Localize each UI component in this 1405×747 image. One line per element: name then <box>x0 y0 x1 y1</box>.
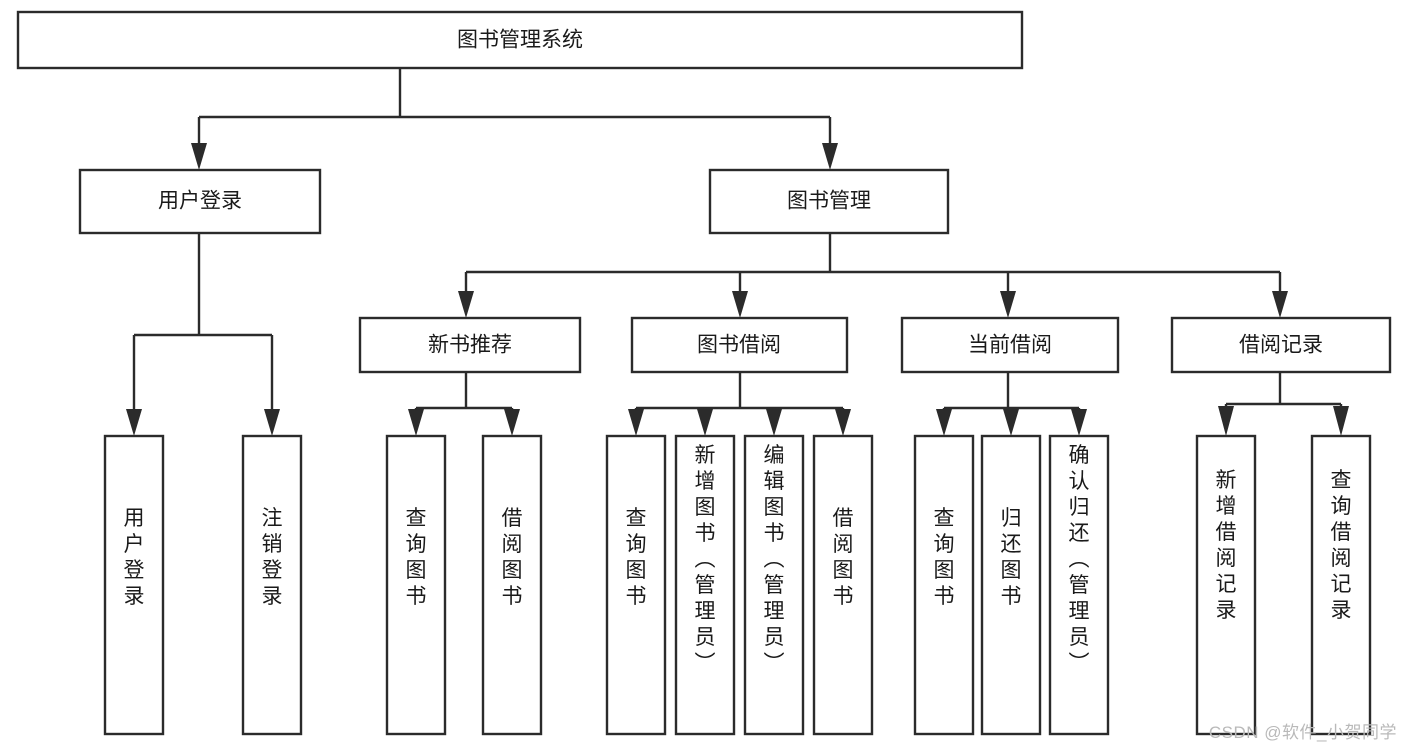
node-leaf-logout-box <box>241 434 303 736</box>
node-book-borrow-box <box>630 316 849 374</box>
node-leaf-add-record-box <box>1195 434 1257 736</box>
arrow-head-book-mgmt <box>822 143 838 170</box>
node-book-management[interactable]: 图书管理 <box>708 168 950 235</box>
node-borrow-record[interactable]: 借阅记录 <box>1170 316 1392 374</box>
arrow-head-user-login <box>191 143 207 170</box>
arrow-head-leaf-borrow-book-2 <box>835 409 851 436</box>
node-leaf-borrow-book-1-label: 借阅图书 <box>502 507 523 608</box>
node-leaf-edit-book[interactable]: 编辑图书︵管理员︶ <box>743 434 805 736</box>
node-leaf-add-book-box <box>674 434 736 736</box>
arrow-head-leaf-return-book <box>1003 409 1019 436</box>
arrow-head-current-borrow <box>1000 291 1016 318</box>
node-leaf-borrow-book-1[interactable]: 借阅图书 <box>481 434 543 736</box>
arrow-head-leaf-user-login <box>126 409 142 436</box>
arrow-head-leaf-add-book <box>697 409 713 436</box>
node-leaf-edit-book-box <box>743 434 805 736</box>
edge-group-new-book-rec-to-leaves <box>408 372 520 436</box>
node-leaf-query-book-3[interactable]: 查询图书 <box>913 434 975 736</box>
arrow-head-leaf-query-record <box>1333 406 1349 436</box>
node-leaf-user-login[interactable]: 用户登录 <box>103 434 165 736</box>
node-root-system[interactable]: 图书管理系统 <box>16 10 1024 70</box>
node-current-borrow-box <box>900 316 1120 374</box>
node-root-box <box>16 10 1024 70</box>
node-leaf-confirm-return-box <box>1048 434 1110 736</box>
arrow-head-leaf-borrow-book-1 <box>504 409 520 436</box>
node-leaf-query-record-label: 查询借阅记录 <box>1331 469 1352 622</box>
node-leaf-query-book-1-label: 查询图书 <box>406 507 427 608</box>
node-leaf-query-book-2-label: 查询图书 <box>626 507 647 608</box>
node-book-management-box <box>708 168 950 235</box>
node-leaf-logout[interactable]: 注销登录 <box>241 434 303 736</box>
arrow-head-book-borrow <box>732 291 748 318</box>
edge-group-book-mgmt-to-level2 <box>458 233 1288 318</box>
arrow-head-leaf-confirm-return <box>1071 409 1087 436</box>
node-leaf-return-book-box <box>980 434 1042 736</box>
node-new-book-recommend[interactable]: 新书推荐 <box>358 316 582 374</box>
node-leaf-add-book[interactable]: 新增图书︵管理员︶ <box>674 434 736 736</box>
arrow-head-new-book-rec <box>458 291 474 318</box>
node-leaf-logout-label: 注销登录 <box>262 507 283 608</box>
edge-group-user-login-to-leaves <box>126 233 280 436</box>
node-user-login-box <box>78 168 322 235</box>
node-leaf-borrow-book-2-label: 借阅图书 <box>833 507 854 608</box>
arrow-head-leaf-logout <box>264 409 280 436</box>
node-leaf-query-book-1-box <box>385 434 447 736</box>
node-leaf-query-book-2[interactable]: 查询图书 <box>605 434 667 736</box>
node-book-borrow[interactable]: 图书借阅 <box>630 316 849 374</box>
node-new-book-recommend-box <box>358 316 582 374</box>
edge-group-root-to-level1 <box>191 68 838 170</box>
node-book-borrow-label: 图书借阅 <box>697 334 781 357</box>
node-borrow-record-box <box>1170 316 1392 374</box>
node-leaf-add-record[interactable]: 新增借阅记录 <box>1195 434 1257 736</box>
node-leaf-query-book-3-label: 查询图书 <box>934 507 955 608</box>
node-leaf-query-record-box <box>1310 434 1372 736</box>
node-leaf-query-book-1[interactable]: 查询图书 <box>385 434 447 736</box>
node-current-borrow-label: 当前借阅 <box>968 334 1052 357</box>
node-leaf-add-book-label: 新增图书︵管理员︶ <box>695 444 716 675</box>
node-leaf-borrow-book-2-box <box>812 434 874 736</box>
node-user-login[interactable]: 用户登录 <box>78 168 322 235</box>
node-user-login-label: 用户登录 <box>158 190 242 213</box>
node-book-management-label: 图书管理 <box>787 190 871 213</box>
node-current-borrow[interactable]: 当前借阅 <box>900 316 1120 374</box>
arrow-head-borrow-record <box>1272 291 1288 318</box>
node-leaf-borrow-book-1-box <box>481 434 543 736</box>
node-leaf-confirm-return[interactable]: 确认归还︵管理员︶ <box>1048 434 1110 736</box>
node-leaf-query-book-3-box <box>913 434 975 736</box>
edge-group-borrow-record-to-leaves <box>1218 372 1349 436</box>
arrow-head-leaf-query-book-3 <box>936 409 952 436</box>
edge-group-book-borrow-to-leaves <box>628 372 851 436</box>
node-leaf-confirm-return-label: 确认归还︵管理员︶ <box>1069 444 1090 675</box>
node-leaf-edit-book-label: 编辑图书︵管理员︶ <box>764 444 785 675</box>
node-leaf-user-login-box <box>103 434 165 736</box>
node-leaf-user-login-label: 用户登录 <box>124 507 145 608</box>
node-leaf-return-book[interactable]: 归还图书 <box>980 434 1042 736</box>
arrow-head-leaf-query-book-2 <box>628 409 644 436</box>
arrow-head-leaf-edit-book <box>766 409 782 436</box>
arrow-head-leaf-query-book-1 <box>408 409 424 436</box>
node-new-book-recommend-label: 新书推荐 <box>428 334 512 357</box>
node-root-label: 图书管理系统 <box>457 29 583 52</box>
node-borrow-record-label: 借阅记录 <box>1239 334 1323 357</box>
arrow-head-leaf-add-record <box>1218 406 1234 436</box>
edge-group-current-borrow-to-leaves <box>936 372 1087 436</box>
node-leaf-query-book-2-box <box>605 434 667 736</box>
node-leaf-add-record-label: 新增借阅记录 <box>1216 469 1237 622</box>
node-leaf-query-record[interactable]: 查询借阅记录 <box>1310 434 1372 736</box>
node-leaf-return-book-label: 归还图书 <box>1001 507 1022 608</box>
node-leaf-borrow-book-2[interactable]: 借阅图书 <box>812 434 874 736</box>
